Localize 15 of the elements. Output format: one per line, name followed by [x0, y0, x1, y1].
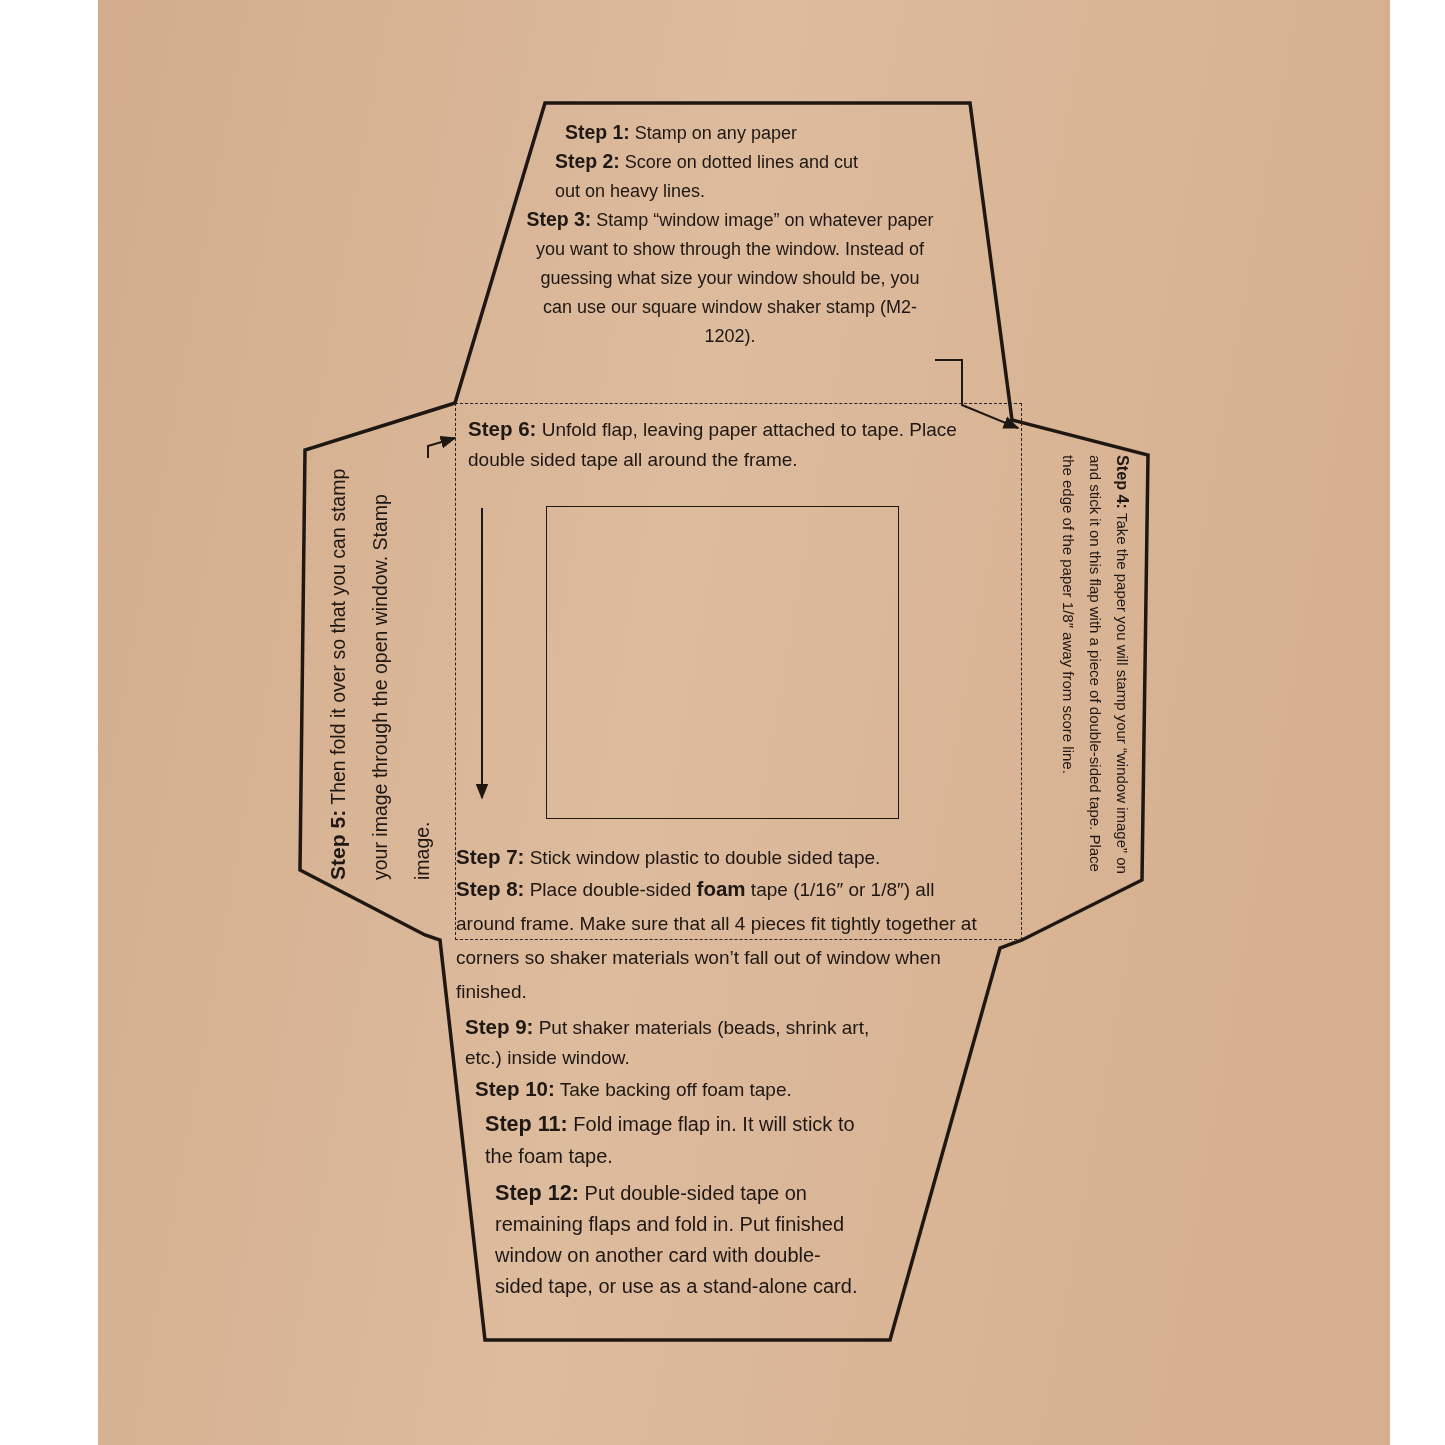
instruction-text: Step 7: Stick window plastic to double sided tape. [456, 844, 882, 870]
arrow [427, 435, 457, 459]
instruction-text: Step 6: Unfold flap, leaving paper attached to tape. Place double sided tape all around the frame. [468, 416, 958, 472]
arrow [934, 359, 1020, 429]
instruction-text: Step 3: Stamp “window image” on whatever paper you want to show through the window. Instead of guessing what size your window should be, you can use our square window shaker stamp (M2-1202). [525, 207, 935, 348]
instruction-text: Step 12: Put double-sided tape on remaining flaps and fold in. Put finished window on another card with double-sided tape, or use as a stand-alone card. [495, 1179, 859, 1299]
window-square [546, 506, 899, 819]
instruction-text: Step 2: Score on dotted lines and cut out on heavy lines. [555, 149, 859, 203]
instruction-text: Step 8: Place double-sided foam tape (1/16″ or 1/8″) all around frame. Make sure that all 4 pieces fit tightly together at corners so shaker materials won’t fall out of window when finished. [456, 876, 978, 1004]
instruction-text: Step 4: Take the paper you will stamp your “window image” on and stick it on this flap with a piece of double-sided tape. Place the edge of the paper 1/8″ away from score line. [1059, 455, 1133, 876]
instruction-text: Step 9: Put shaker materials (beads, shrink art, etc.) inside window. [465, 1014, 871, 1070]
instruction-text: Step 11: Fold image flap in. It will stick to the foam tape. [485, 1110, 856, 1169]
instruction-text: Step 5: Then fold it over so that you can stamp your image through the open window. Stamp image. [325, 467, 434, 880]
instruction-text: Step 10: Take backing off foam tape. [475, 1076, 793, 1102]
instruction-text: Step 1: Stamp on any paper [565, 120, 798, 145]
